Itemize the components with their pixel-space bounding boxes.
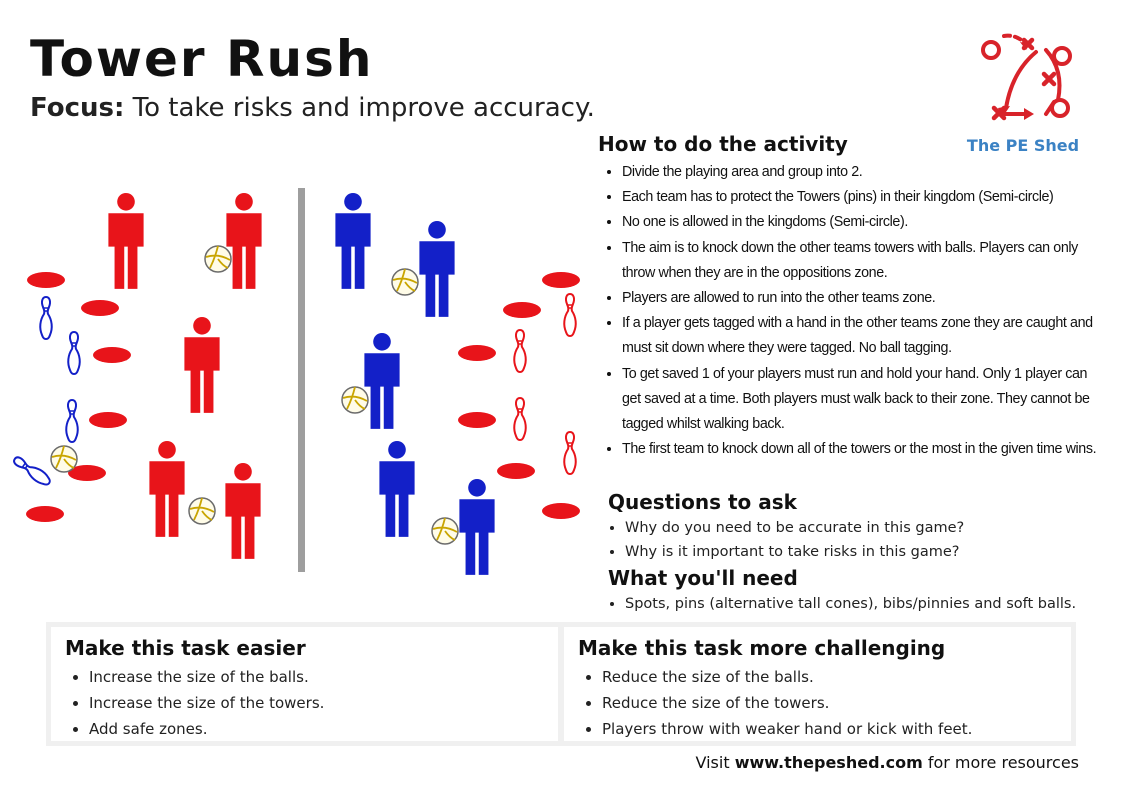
list-item: Players throw with weaker hand or kick w… <box>602 716 1071 742</box>
needs-section: What you'll need Spots, pins (alternativ… <box>608 566 1088 616</box>
spot <box>27 272 65 288</box>
blue-player-icon <box>364 332 400 429</box>
howto-title: How to do the activity <box>598 132 848 156</box>
howto-steps: Divide the playing area and group into 2… <box>598 160 1098 462</box>
variations-panel: Make this task easier Increase the size … <box>46 622 1076 746</box>
spot <box>89 412 127 428</box>
needs-title: What you'll need <box>608 566 798 590</box>
list-item: To get saved 1 of your players must run … <box>622 362 1098 438</box>
focus-text: To take risks and improve accuracy. <box>132 93 595 123</box>
list-item: Each team has to protect the Towers (pin… <box>622 185 1098 210</box>
spot <box>81 300 119 316</box>
list-item: If a player gets tagged with a hand in t… <box>622 311 1098 361</box>
page-title: Tower Rush <box>30 30 374 88</box>
blue-player-icon <box>459 478 495 575</box>
spot <box>497 463 535 479</box>
easier-title: Make this task easier <box>65 636 306 660</box>
red-player-icon <box>184 316 220 413</box>
list-item: Divide the playing area and group into 2… <box>622 160 1098 185</box>
red-pin-icon <box>563 293 577 337</box>
logo-text: The PE Shed <box>966 136 1080 155</box>
list-item: Increase the size of the balls. <box>89 664 558 690</box>
list-item: Reduce the size of the balls. <box>602 664 1071 690</box>
ball-icon <box>431 517 459 545</box>
red-player-icon <box>108 192 144 289</box>
ball-icon <box>341 386 369 414</box>
footer: Visit www.thepeshed.com for more resourc… <box>696 753 1079 772</box>
focus-line: Focus: To take risks and improve accurac… <box>30 93 595 123</box>
footer-suffix: for more resources <box>927 753 1079 772</box>
focus-label: Focus: <box>30 93 125 123</box>
harder-title: Make this task more challenging <box>578 636 946 660</box>
ball-icon <box>50 445 78 473</box>
ball-icon <box>204 245 232 273</box>
spot <box>93 347 131 363</box>
questions-title: Questions to ask <box>608 490 797 514</box>
list-item: Spots, pins (alternative tall cones), bi… <box>625 592 1088 616</box>
red-pin-icon <box>563 431 577 475</box>
howto-section: How to do the activity Divide the playin… <box>598 132 1098 462</box>
spot <box>68 465 106 481</box>
red-pin-icon <box>513 329 527 373</box>
activity-diagram <box>10 188 580 575</box>
list-item: Increase the size of the towers. <box>89 690 558 716</box>
easier-box: Make this task easier Increase the size … <box>51 627 558 741</box>
blue-player-icon <box>335 192 371 289</box>
questions-section: Questions to ask Why do you need to be a… <box>608 490 1088 564</box>
list-item: Add safe zones. <box>89 716 558 742</box>
blue-player-icon <box>419 220 455 317</box>
spot <box>542 503 580 519</box>
field-divider <box>298 188 305 572</box>
red-player-icon <box>225 462 261 559</box>
spot <box>542 272 580 288</box>
list-item: The aim is to knock down the other teams… <box>622 236 1098 286</box>
list-item: The first team to knock down all of the … <box>622 437 1098 462</box>
list-item: Reduce the size of the towers. <box>602 690 1071 716</box>
blue-pin-icon <box>10 453 54 489</box>
red-player-icon <box>226 192 262 289</box>
spot <box>503 302 541 318</box>
red-pin-icon <box>513 397 527 441</box>
red-player-icon <box>149 440 185 537</box>
spot <box>458 412 496 428</box>
blue-pin-icon <box>39 296 53 340</box>
footer-prefix: Visit <box>695 753 730 772</box>
list-item: Players are allowed to run into the othe… <box>622 286 1098 311</box>
list-item: No one is allowed in the kingdoms (Semi-… <box>622 210 1098 235</box>
spot <box>458 345 496 361</box>
blue-pin-icon <box>65 399 79 443</box>
blue-player-icon <box>379 440 415 537</box>
website-link[interactable]: www.thepeshed.com <box>734 753 923 772</box>
tactics-board-icon <box>981 33 1072 121</box>
list-item: Why do you need to be accurate in this g… <box>625 516 1088 540</box>
ball-icon <box>391 268 419 296</box>
spot <box>26 506 64 522</box>
list-item: Why is it important to take risks in thi… <box>625 540 1088 564</box>
blue-pin-icon <box>67 331 81 375</box>
harder-box: Make this task more challenging Reduce t… <box>564 627 1071 741</box>
ball-icon <box>188 497 216 525</box>
